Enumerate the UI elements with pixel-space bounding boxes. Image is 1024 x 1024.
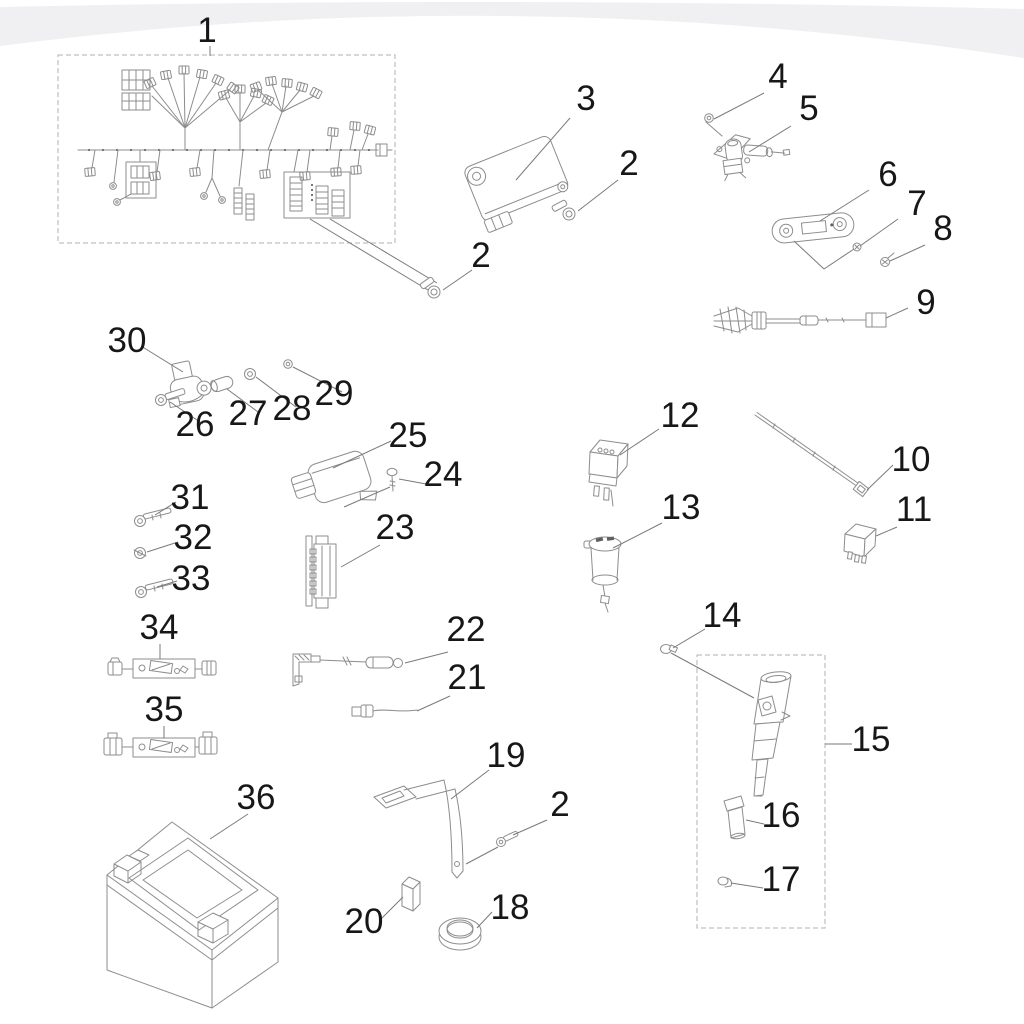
callout-9-label: 9 — [916, 283, 935, 322]
clip-17-illustration — [717, 876, 732, 888]
callout-7-label: 7 — [907, 184, 926, 223]
callout-36-label: 36 — [237, 778, 276, 817]
leader-lines — [140, 46, 926, 929]
cap-16-illustration — [723, 795, 746, 840]
callout-1-label: 1 — [197, 11, 216, 50]
wire-21-illustration — [351, 704, 418, 718]
bolt-2-bracket — [465, 830, 519, 865]
callout-34-label: 34 — [140, 608, 179, 647]
harness-trunk-dots — [88, 149, 370, 151]
wiring-harness-illustration — [57, 54, 396, 244]
speed-sensor-illustration — [751, 671, 792, 797]
bolt-26-illustration — [155, 388, 186, 406]
screw-7-illustration — [793, 240, 862, 270]
wire-assembly-illustration — [713, 306, 887, 334]
callout-11-label: 11 — [896, 490, 932, 529]
callout-17-label: 17 — [762, 860, 801, 899]
callout-32-label: 32 — [174, 518, 213, 557]
switch-30-illustration — [168, 360, 212, 409]
nut-32-illustration — [133, 547, 147, 559]
fuse-35-illustration — [103, 731, 218, 758]
bracket-19-illustration — [373, 779, 464, 879]
harness-subbox-fuses — [283, 171, 351, 219]
callout-12-label: 12 — [661, 396, 700, 435]
bracket-plate-illustration — [771, 212, 855, 244]
callout-22-label: 22 — [447, 610, 486, 649]
harness-ladder-connectors — [233, 187, 255, 221]
callout-6-label: 6 — [878, 155, 897, 194]
callout-2-bracket-label: 2 — [550, 785, 569, 824]
harness-lower-drops — [91, 149, 361, 197]
callout-25-label: 25 — [389, 416, 428, 455]
callout-33-label: 33 — [172, 559, 211, 598]
callout-26-label: 26 — [176, 405, 215, 444]
callout-18-label: 18 — [491, 888, 530, 927]
wire-22-illustration — [292, 653, 403, 687]
bolt-2-cdi — [551, 199, 576, 221]
callout-13-label: 13 — [662, 488, 701, 527]
fuse-block-23-illustration — [305, 535, 337, 609]
flasher-13-illustration — [583, 536, 622, 613]
callout-16-label: 16 — [762, 796, 801, 835]
cable-tie-illustration — [754, 412, 870, 498]
grommet-18-illustration — [438, 917, 482, 951]
callout-27-label: 27 — [229, 394, 268, 433]
nut-4 — [704, 113, 723, 137]
callout-15-label: 15 — [852, 720, 891, 759]
harness-subbox-a — [119, 161, 157, 201]
screw-8-illustration — [880, 252, 895, 267]
bolt-2-harness — [309, 218, 441, 299]
callout-8-label: 8 — [933, 209, 952, 248]
callout-21-label: 21 — [448, 658, 487, 697]
battery-illustration — [106, 821, 279, 1009]
bolt-31-illustration — [134, 507, 172, 527]
relay-11-illustration — [843, 523, 877, 564]
harness-fusegrid-blocks — [121, 69, 151, 111]
callout-19-label: 19 — [487, 736, 526, 775]
relay-25-illustration — [290, 450, 378, 504]
harness-dashed-box — [57, 54, 396, 244]
callout-35-label: 35 — [145, 690, 184, 729]
callout-31-label: 31 — [171, 478, 210, 517]
callout-30-label: 30 — [108, 321, 147, 360]
callout-labels: 1 2 3 2 4 5 6 7 8 9 10 11 12 13 14 15 16… — [108, 11, 953, 941]
callout-10-label: 10 — [892, 440, 931, 479]
fuse-34-illustration — [107, 657, 217, 679]
callout-23-label: 23 — [376, 508, 415, 547]
callout-28-label: 28 — [273, 389, 312, 428]
header-arc-decoration — [0, 0, 1024, 58]
spacer-27-illustration — [210, 375, 234, 393]
cdi-unit-illustration — [464, 136, 569, 233]
callout-29-label: 29 — [315, 374, 354, 413]
callout-24-label: 24 — [424, 455, 463, 494]
ignition-coil-illustration — [713, 134, 791, 182]
nut-29-illustration — [283, 359, 293, 369]
callout-20-label: 20 — [345, 902, 384, 941]
callout-3-label: 3 — [576, 79, 595, 118]
callout-2-harness-label: 2 — [471, 236, 490, 275]
callout-5-label: 5 — [799, 89, 818, 128]
sensor-dashed-box — [696, 654, 826, 929]
nut-28-illustration — [244, 368, 256, 380]
screw-24-illustration — [343, 467, 398, 508]
spacer-20-illustration — [401, 876, 421, 912]
bolt-33-illustration — [135, 578, 174, 598]
callout-4-label: 4 — [768, 57, 787, 96]
clip-14-illustration — [660, 644, 678, 654]
callout-14-label: 14 — [703, 596, 742, 635]
relay-12-illustration — [588, 439, 629, 507]
callout-2-cdi-label: 2 — [619, 144, 638, 183]
harness-branch-fan-2 — [225, 91, 267, 151]
harness-right-branches — [329, 129, 393, 157]
harness-branch-fan-3 — [257, 83, 315, 151]
